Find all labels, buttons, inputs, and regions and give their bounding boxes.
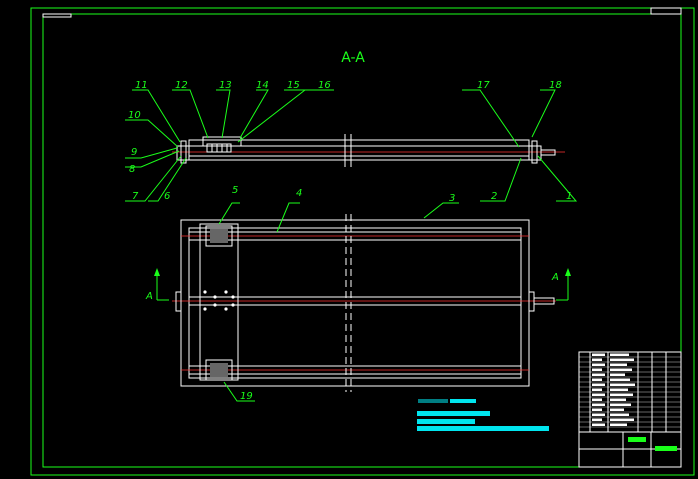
parts-list-cell-fill bbox=[610, 378, 630, 381]
parts-list-cell-fill bbox=[592, 363, 605, 366]
bolt-hole bbox=[213, 295, 217, 299]
bearing-set bbox=[206, 143, 232, 153]
parts-list-cell-fill bbox=[592, 418, 602, 421]
part-label-12: 12 bbox=[175, 80, 188, 91]
right-end-plate bbox=[531, 140, 538, 164]
plan-view bbox=[172, 214, 556, 392]
parts-list-cell-fill bbox=[610, 358, 634, 361]
parts-list-cell-fill bbox=[610, 418, 634, 421]
parts-list-cell-fill bbox=[610, 373, 625, 376]
note-line-1 bbox=[417, 411, 490, 416]
part-labels: 1 2 3 4 5 6 7 8 9 10 11 12 13 14 15 16 1… bbox=[128, 80, 572, 402]
part-label-2: 2 bbox=[491, 191, 497, 202]
bolt-hole bbox=[231, 295, 235, 299]
parts-list-cell-fill bbox=[610, 363, 627, 366]
parts-list-cell-fill bbox=[610, 408, 624, 411]
parts-list-cell-fill bbox=[592, 423, 605, 426]
section-title: A-A bbox=[341, 50, 365, 66]
part-label-9: 9 bbox=[131, 147, 137, 158]
part-label-17: 17 bbox=[477, 80, 490, 91]
part-label-15: 15 bbox=[287, 80, 300, 91]
parts-list-cell-fill bbox=[610, 413, 629, 416]
outer-frame bbox=[30, 7, 695, 476]
section-view bbox=[172, 134, 565, 167]
parts-list-cell-fill bbox=[592, 408, 602, 411]
part-label-19: 19 bbox=[240, 391, 253, 402]
title-block-frame bbox=[578, 351, 682, 468]
parts-list-cell-fill bbox=[610, 368, 632, 371]
part-label-5: 5 bbox=[232, 185, 238, 196]
part-label-14: 14 bbox=[256, 80, 269, 91]
bolt-hole bbox=[203, 290, 207, 294]
parts-list-cell-fill bbox=[592, 403, 605, 406]
inner-frame bbox=[42, 13, 682, 468]
notes-heading-2 bbox=[450, 399, 476, 403]
parts-list-cell-fill bbox=[592, 398, 602, 401]
parts-list-cell-fill bbox=[610, 388, 628, 391]
company-text bbox=[655, 446, 677, 451]
parts-list-cell-fill bbox=[592, 358, 602, 361]
part-label-8: 8 bbox=[129, 164, 135, 175]
part-label-4: 4 bbox=[296, 188, 302, 199]
parts-list-rows bbox=[579, 353, 681, 428]
bolt-hole bbox=[203, 307, 207, 311]
top-right-tag bbox=[650, 7, 682, 15]
top-slider-block bbox=[205, 225, 233, 247]
frame-inner bbox=[188, 227, 522, 379]
parts-list-cell-fill bbox=[592, 393, 605, 396]
part-label-11: 11 bbox=[135, 80, 148, 91]
drawing-title-text bbox=[628, 437, 646, 442]
part-label-1: 1 bbox=[566, 191, 572, 202]
part-label-6: 6 bbox=[164, 191, 170, 202]
parts-list-cell-fill bbox=[592, 413, 605, 416]
section-marker-letter: A bbox=[551, 272, 559, 283]
part-label-3: 3 bbox=[449, 193, 455, 204]
leader-lines bbox=[125, 89, 578, 402]
part-label-16: 16 bbox=[318, 80, 331, 91]
left-bearing-seat bbox=[175, 291, 182, 312]
part-label-10: 10 bbox=[128, 110, 141, 121]
section-marker-left: A bbox=[145, 268, 169, 302]
parts-list-cell-fill bbox=[610, 393, 633, 396]
bottom-slider-inner bbox=[210, 363, 228, 377]
notes-heading bbox=[418, 399, 448, 403]
bottom-slider-block bbox=[205, 359, 233, 381]
bolt-hole bbox=[213, 303, 217, 307]
parts-list-cell-fill bbox=[610, 353, 629, 356]
parts-list-cell-fill bbox=[592, 378, 602, 381]
parts-list-cell-fill bbox=[610, 398, 626, 401]
parts-list-cell-fill bbox=[592, 388, 602, 391]
section-marker-letter: A bbox=[145, 291, 153, 302]
note-line-2 bbox=[417, 419, 475, 424]
parts-list-cell-fill bbox=[610, 423, 627, 426]
shaft-end bbox=[540, 149, 556, 156]
left-end-plate bbox=[180, 140, 187, 164]
technical-notes bbox=[417, 399, 549, 431]
title-block bbox=[578, 351, 682, 468]
parts-list-cell-fill bbox=[592, 368, 602, 371]
left-end-block bbox=[176, 145, 190, 161]
bolt-hole bbox=[224, 307, 228, 311]
parts-list-cell-fill bbox=[592, 383, 605, 386]
part-label-13: 13 bbox=[219, 80, 232, 91]
top-slider-inner bbox=[210, 229, 228, 243]
parts-list-cell-fill bbox=[592, 353, 605, 356]
bolt-hole bbox=[231, 303, 235, 307]
section-marker-right: A bbox=[551, 268, 571, 301]
note-line-3 bbox=[417, 426, 549, 431]
parts-list-cell-fill bbox=[610, 403, 631, 406]
bolt-hole bbox=[224, 290, 228, 294]
part-label-7: 7 bbox=[132, 191, 139, 202]
corner-tag bbox=[42, 13, 72, 18]
part-label-18: 18 bbox=[549, 80, 562, 91]
motor-shaft-end bbox=[533, 297, 555, 305]
parts-list-cell-fill bbox=[592, 373, 605, 376]
parts-list-cell-fill bbox=[610, 383, 635, 386]
